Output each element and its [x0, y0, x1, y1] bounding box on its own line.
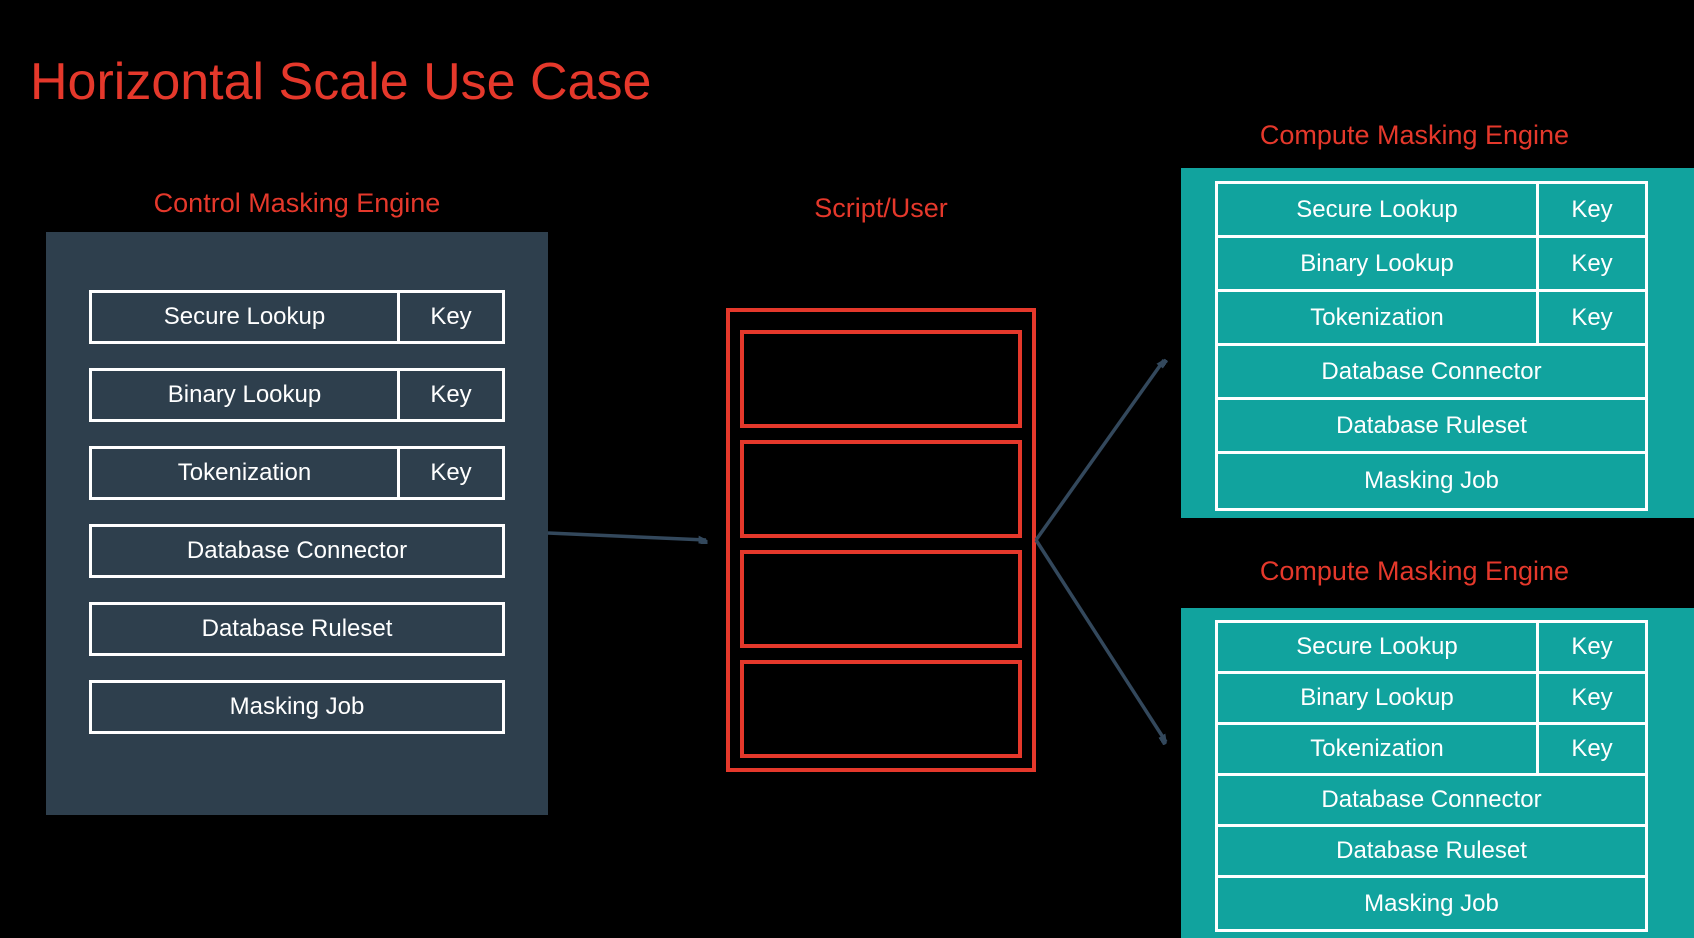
- row-label: Secure Lookup: [1296, 633, 1458, 660]
- row-label: Database Ruleset: [201, 615, 393, 642]
- row-label: Database Connector: [1321, 786, 1542, 813]
- row-label: Masking Job: [1364, 889, 1499, 917]
- row-label: Database Connector: [186, 537, 408, 564]
- row-label: Secure Lookup: [163, 303, 326, 330]
- compute-row-database-connector: Database Connector: [1218, 776, 1645, 827]
- row-label: Database Ruleset: [1336, 411, 1527, 439]
- script-slot: [740, 440, 1022, 538]
- row-key-cell: Key: [1536, 184, 1645, 235]
- compute-engine-1-box: Secure Lookup Key Binary Lookup Key Toke…: [1181, 168, 1694, 518]
- compute-engine-1-table: Secure Lookup Key Binary Lookup Key Toke…: [1215, 181, 1648, 511]
- control-row-database-ruleset: Database Ruleset: [89, 602, 505, 656]
- row-label: Tokenization: [1310, 303, 1444, 331]
- row-label: Tokenization: [1310, 735, 1444, 762]
- control-row-binary-lookup: Binary Lookup Key: [89, 368, 505, 422]
- script-user-box: [726, 308, 1036, 772]
- row-key-cell: Key: [1536, 292, 1645, 343]
- compute-engine-1-label: Compute Masking Engine: [1259, 120, 1570, 150]
- row-key-cell: Key: [1536, 623, 1645, 671]
- compute-row-masking-job: Masking Job: [1218, 878, 1645, 929]
- script-user-label: Script/User: [814, 193, 948, 223]
- row-label: Binary Lookup: [1300, 684, 1454, 711]
- compute-engine-2-box: Secure Lookup Key Binary Lookup Key Toke…: [1181, 608, 1694, 938]
- compute-row-database-ruleset: Database Ruleset: [1218, 400, 1645, 454]
- compute-row-binary-lookup: Binary Lookup Key: [1218, 238, 1645, 292]
- compute-row-masking-job: Masking Job: [1218, 454, 1645, 508]
- row-label: Tokenization: [177, 459, 312, 486]
- script-slot: [740, 330, 1022, 428]
- row-key-cell: Key: [1536, 238, 1645, 289]
- compute-row-tokenization: Tokenization Key: [1218, 292, 1645, 346]
- control-row-secure-lookup: Secure Lookup Key: [89, 290, 505, 344]
- compute-row-secure-lookup: Secure Lookup Key: [1218, 184, 1645, 238]
- compute-row-binary-lookup: Binary Lookup Key: [1218, 674, 1645, 725]
- row-label: Database Connector: [1321, 357, 1542, 385]
- row-key-cell: Key: [397, 371, 502, 419]
- control-row-database-connector: Database Connector: [89, 524, 505, 578]
- control-engine-label: Control Masking Engine: [153, 188, 441, 218]
- compute-row-secure-lookup: Secure Lookup Key: [1218, 623, 1645, 674]
- arrow-script-to-compute-2: [1034, 539, 1166, 742]
- compute-row-database-ruleset: Database Ruleset: [1218, 827, 1645, 878]
- row-key-cell: Key: [1536, 725, 1645, 773]
- row-label: Secure Lookup: [1296, 195, 1458, 223]
- arrow-script-to-compute-1: [1034, 360, 1164, 542]
- row-label: Database Ruleset: [1336, 837, 1527, 864]
- control-engine-box: Secure Lookup Key Binary Lookup Key Toke…: [46, 232, 548, 815]
- row-key-cell: Key: [397, 449, 502, 497]
- row-label: Binary Lookup: [1300, 249, 1454, 277]
- arrow-control-to-script: [547, 531, 706, 540]
- control-row-tokenization: Tokenization Key: [89, 446, 505, 500]
- row-label: Binary Lookup: [167, 381, 322, 408]
- row-key-cell: Key: [397, 293, 502, 341]
- row-label: Masking Job: [1364, 467, 1499, 494]
- row-label: Masking Job: [229, 693, 365, 720]
- row-key-cell: Key: [1536, 674, 1645, 722]
- control-row-masking-job: Masking Job: [89, 680, 505, 734]
- compute-engine-2-table: Secure Lookup Key Binary Lookup Key Toke…: [1215, 620, 1648, 932]
- compute-row-tokenization: Tokenization Key: [1218, 725, 1645, 776]
- script-slot: [740, 660, 1022, 758]
- page-title: Horizontal Scale Use Case: [30, 53, 652, 111]
- compute-row-database-connector: Database Connector: [1218, 346, 1645, 400]
- compute-engine-2-label: Compute Masking Engine: [1259, 556, 1570, 586]
- script-slot: [740, 550, 1022, 648]
